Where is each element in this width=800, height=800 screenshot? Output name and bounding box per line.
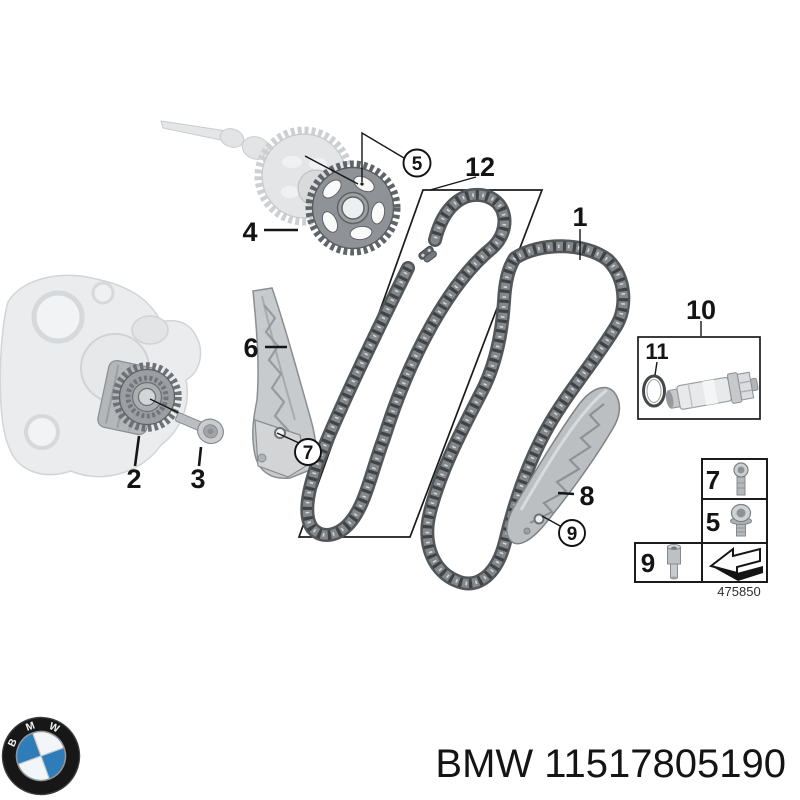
callout-3: 3 (190, 464, 205, 494)
torx-screw-icon (730, 503, 752, 537)
camshaft-sprocket-4 (305, 160, 401, 256)
legend-table: 7 5 9 475850 (634, 458, 768, 599)
callout-labels: 1 2 3 4 6 8 10 11 12 5 7 9 (126, 148, 716, 547)
callout-12: 12 (465, 152, 495, 182)
legend-row-7: 7 (706, 465, 720, 495)
callout-badge-9: 9 (558, 519, 586, 547)
diagram-code: 475850 (717, 584, 760, 599)
callout-badge-5: 5 (402, 148, 432, 178)
bmw-roundel-logo: B M W (1, 716, 81, 796)
socket-bolt-icon (733, 462, 749, 496)
callout-10: 10 (686, 295, 716, 325)
logo-letter-w: W (47, 720, 61, 735)
svg-text:9: 9 (567, 524, 578, 545)
callout-4: 4 (242, 217, 257, 247)
logo-letter-m: M (24, 719, 37, 733)
callout-badge-7: 7 (294, 438, 322, 466)
callout-11: 11 (645, 339, 668, 364)
direction-arrow-icon (708, 546, 763, 581)
sprocket-bolt-3 (175, 412, 224, 445)
part-number-text: BMW 11517805190 (435, 742, 786, 786)
tensioner-box-10 (637, 336, 761, 420)
tensioner-rail-8 (506, 386, 621, 545)
legend-row-9: 9 (641, 548, 655, 578)
callout-1: 1 (572, 202, 587, 232)
legend-row-5: 5 (706, 507, 720, 537)
callout-6: 6 (243, 333, 258, 363)
leader-lines (133, 131, 702, 528)
callout-8: 8 (579, 481, 594, 511)
timing-chain-12 (307, 195, 504, 535)
master-link (418, 245, 437, 263)
guide-rail-6 (252, 287, 317, 480)
callout-2: 2 (126, 464, 141, 494)
dowel-pin-icon (667, 544, 681, 580)
svg-text:5: 5 (412, 154, 423, 175)
chain-tensioner-10 (665, 371, 759, 410)
svg-text:7: 7 (303, 443, 314, 464)
pump-sprocket-2 (112, 362, 182, 432)
